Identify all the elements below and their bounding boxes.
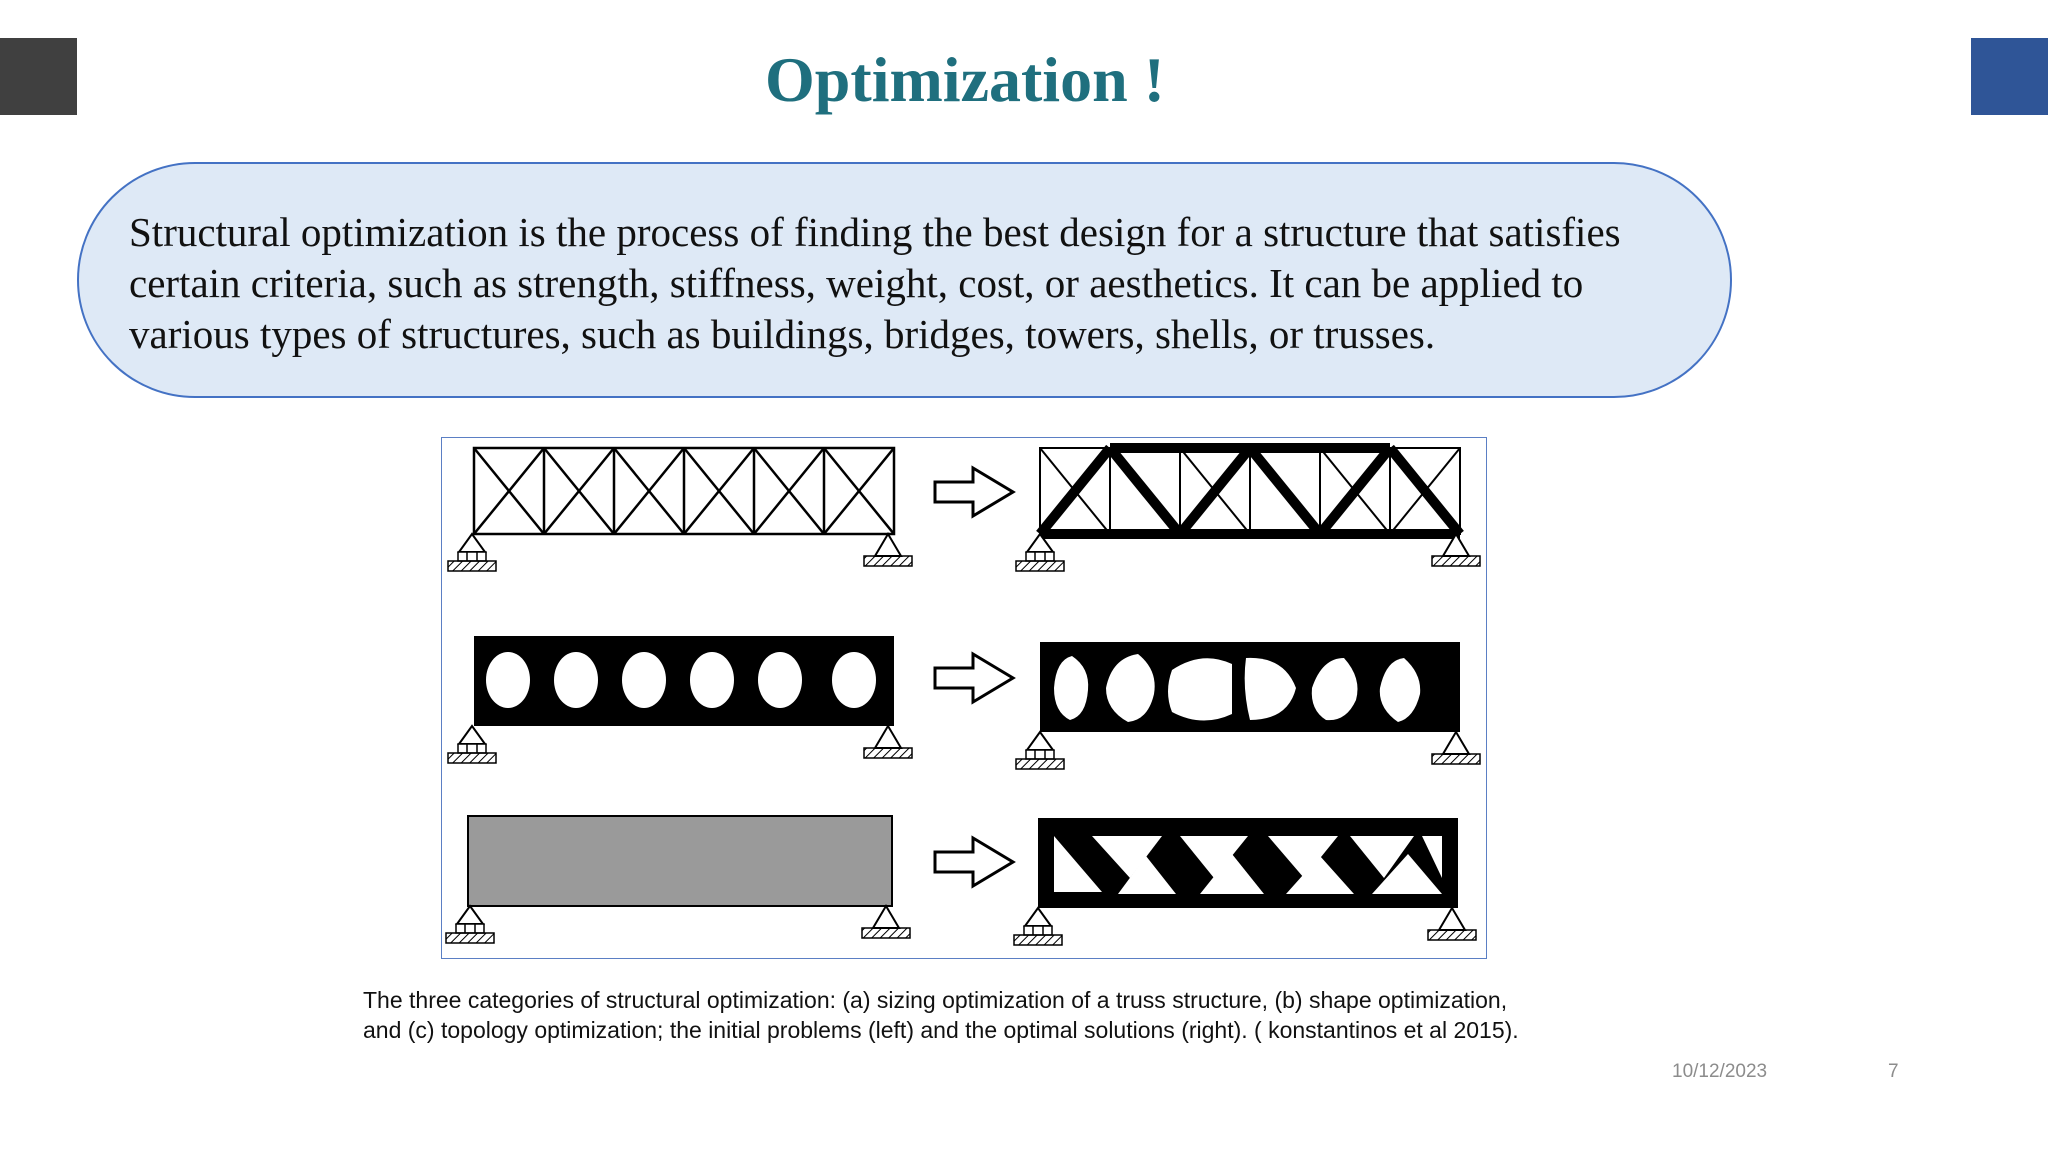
caption-line-2: and (c) topology optimization; the initi… [363, 1017, 1519, 1043]
pin-support-icon [861, 905, 911, 939]
pin-support-icon [863, 533, 913, 567]
definition-callout: Structural optimization is the process o… [77, 162, 1732, 398]
slide-title: Optimization ! [765, 44, 1165, 115]
roller-support-icon [447, 533, 497, 572]
right-arrow-icon [933, 466, 1015, 518]
pin-support-icon [1427, 907, 1477, 941]
roller-support-icon [447, 725, 497, 764]
pin-support-icon [1431, 731, 1481, 765]
truss-initial [472, 446, 896, 536]
slide-date: 10/12/2023 [1672, 1061, 1768, 1082]
beam-initial [474, 636, 894, 726]
roller-support-icon [1015, 533, 1065, 572]
roller-support-icon [1013, 907, 1063, 946]
topology-optimal [1038, 818, 1458, 908]
block-initial [467, 815, 893, 907]
truss-optimal [1036, 443, 1464, 539]
caption-line-1: The three categories of structural optim… [363, 987, 1508, 1013]
figure-diagram [445, 443, 1481, 946]
right-arrow-icon [933, 652, 1015, 704]
beam-optimal [1040, 642, 1460, 732]
pin-support-icon [863, 725, 913, 759]
optimization-figure [441, 437, 1487, 959]
right-arrow-icon [933, 836, 1015, 888]
corner-accent-left [0, 38, 77, 115]
slide-page-number: 7 [1888, 1061, 1899, 1082]
corner-accent-right [1971, 38, 2048, 115]
definition-text: Structural optimization is the process o… [129, 209, 1621, 357]
roller-support-icon [445, 905, 495, 944]
figure-caption: The three categories of structural optim… [363, 985, 1663, 1045]
roller-support-icon [1015, 731, 1065, 770]
